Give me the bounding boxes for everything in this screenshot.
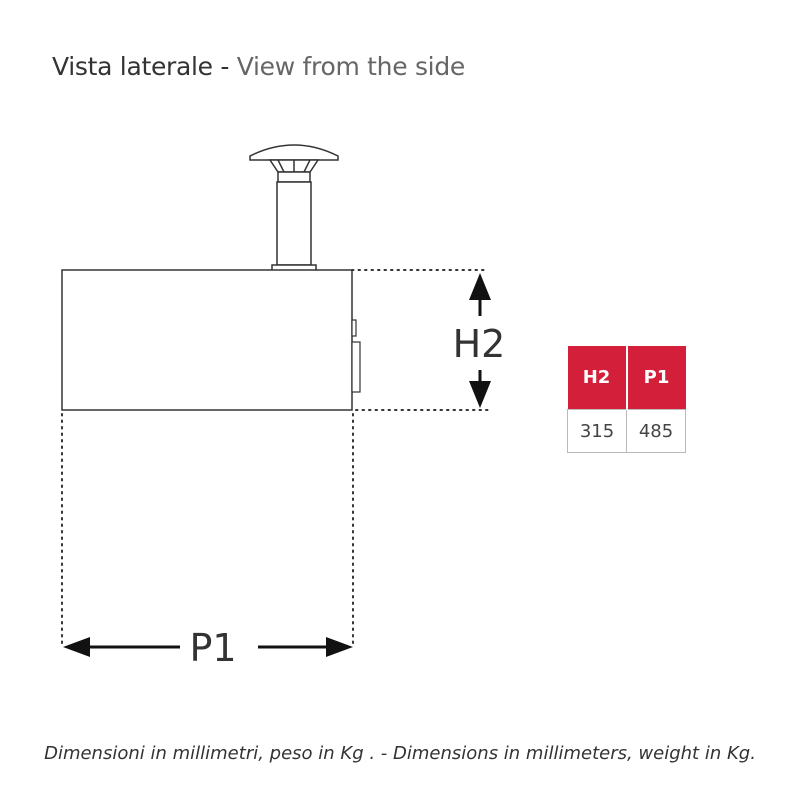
oven-body	[61, 269, 353, 411]
header-h2: H2	[567, 346, 628, 410]
header-p1: P1	[626, 346, 686, 410]
dimensions-header-row: H2 P1	[567, 346, 686, 410]
diagram-title: Vista laterale - View from the side	[52, 52, 465, 81]
chimney	[249, 144, 339, 273]
h2-dimension-arrow	[469, 273, 491, 408]
value-h2: 315	[567, 409, 627, 453]
p1-dimension-arrow	[63, 637, 353, 657]
units-note: Dimensioni in millimetri, peso in Kg . -…	[44, 743, 756, 764]
h2-label: H2	[453, 322, 506, 366]
oven-door-handle	[351, 341, 361, 393]
value-p1: 485	[626, 409, 686, 453]
dimensions-table: H2 P1 315 485	[567, 346, 686, 453]
title-english: View from the side	[236, 52, 466, 81]
p1-label: P1	[189, 626, 236, 670]
oven-hinge	[351, 319, 357, 337]
dimension-extension-lines	[61, 269, 489, 647]
title-italian: Vista laterale -	[52, 52, 237, 81]
dimensions-value-row: 315 485	[567, 409, 686, 453]
